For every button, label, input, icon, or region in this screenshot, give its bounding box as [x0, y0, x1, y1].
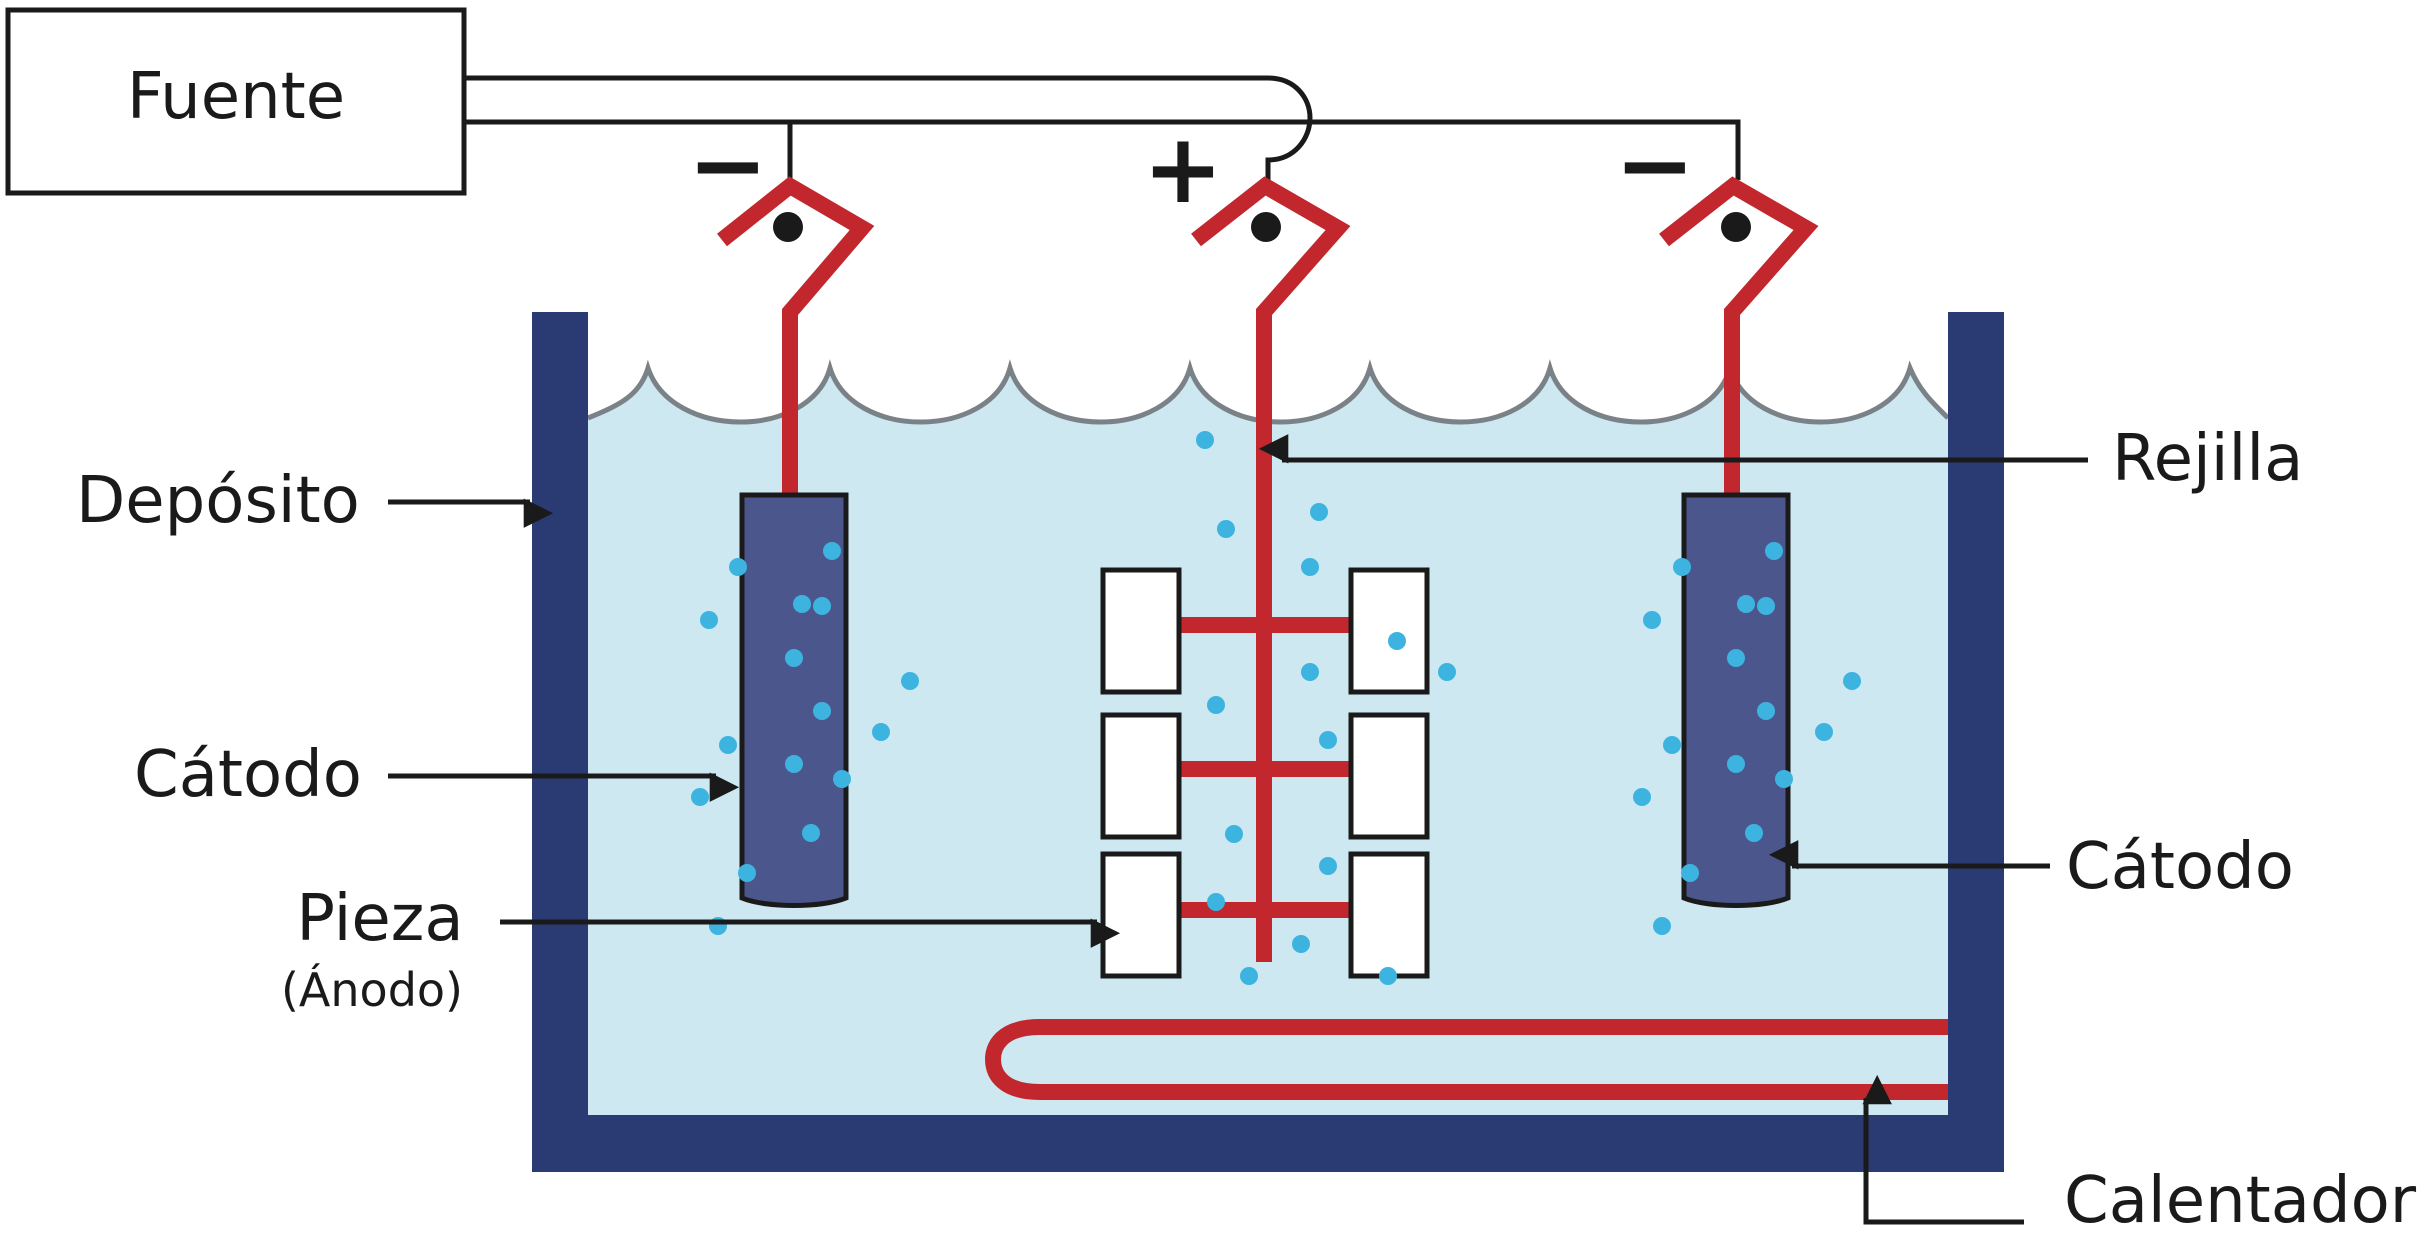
tank-label: Depósito [76, 464, 360, 538]
wire-negative [464, 119, 1741, 180]
piece [1100, 712, 1182, 840]
source-box [5, 7, 467, 196]
source-label: Fuente [127, 60, 345, 134]
minus-sign-right: − [1615, 109, 1695, 221]
bubbles [691, 431, 1861, 985]
piece [1100, 851, 1182, 979]
heater [984, 1019, 1948, 1100]
cathode-left-assembly [717, 176, 875, 908]
grid-label: Rejilla [2112, 422, 2303, 496]
piece [1348, 567, 1430, 695]
heater-arrow [1862, 1074, 2024, 1225]
anode-label: (Ánodo) [281, 963, 463, 1017]
minus-sign-left: − [688, 109, 768, 221]
cathode-right-label: Cátodo [2066, 830, 2294, 904]
piece [1348, 712, 1430, 840]
heater-label: Calentador [2064, 1164, 2417, 1238]
piece [1348, 851, 1430, 979]
cathode-right [1681, 492, 1791, 908]
plus-sign: + [1143, 113, 1223, 225]
cathode-right-assembly [1659, 176, 1819, 908]
piece-label: Pieza [296, 882, 463, 956]
piece [1100, 567, 1182, 695]
grid-assembly [1100, 176, 1430, 979]
liquid-surface [587, 359, 1950, 425]
cathode-left-label: Cátodo [134, 738, 362, 812]
wire-positive [464, 75, 1313, 180]
